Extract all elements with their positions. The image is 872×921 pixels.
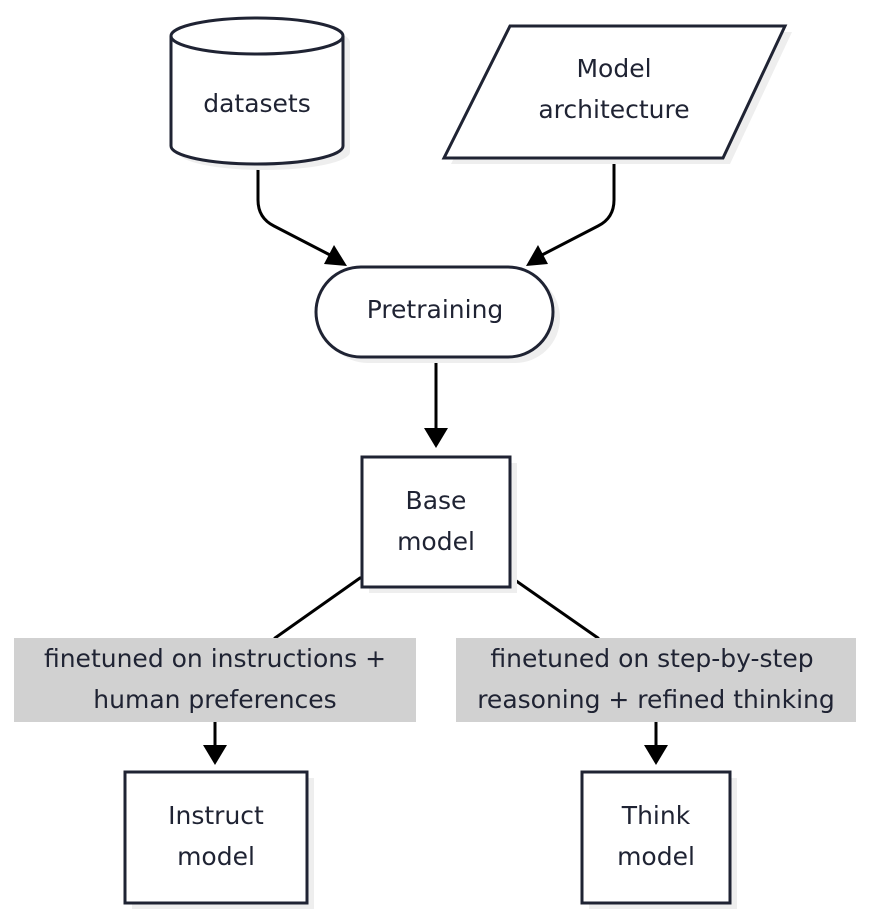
edge-base-to-instruct: finetuned on instructions + human prefer… xyxy=(14,576,416,765)
edge-datasets-to-pretraining xyxy=(256,168,347,266)
node-base: Base model xyxy=(360,455,517,593)
node-instruct-label-line-2: model xyxy=(177,842,255,871)
node-architecture-label-line-2: architecture xyxy=(538,95,689,124)
edge-base-to-think: finetuned on step-by-step reasoning + re… xyxy=(456,576,856,765)
edge-label-think-line-2: reasoning + refined thinking xyxy=(477,685,835,714)
node-think-label-line-2: model xyxy=(617,842,695,871)
node-instruct-label-line-1: Instruct xyxy=(168,801,264,830)
node-datasets: datasets xyxy=(169,16,350,170)
edge-pretraining-to-base xyxy=(424,356,448,448)
node-architecture-label-line-1: Model xyxy=(576,54,651,83)
node-pretraining: Pretraining xyxy=(314,265,560,363)
node-architecture: Model architecture xyxy=(441,24,792,164)
node-base-label-line-2: model xyxy=(397,527,475,556)
edge-label-think-line-1: finetuned on step-by-step xyxy=(490,644,813,673)
edge-label-think: finetuned on step-by-step reasoning + re… xyxy=(456,638,856,722)
edge-label-instruct-line-2: human preferences xyxy=(93,685,336,714)
node-think-label-line-1: Think xyxy=(621,801,691,830)
edge-architecture-to-pretraining xyxy=(526,158,616,266)
node-instruct: Instruct model xyxy=(123,770,314,909)
node-base-label-line-1: Base xyxy=(406,486,467,515)
edge-label-instruct-line-1: finetuned on instructions + xyxy=(44,644,386,673)
node-pretraining-label: Pretraining xyxy=(367,295,504,324)
edge-label-instruct: finetuned on instructions + human prefer… xyxy=(14,638,416,722)
node-think: Think model xyxy=(580,770,737,909)
node-datasets-label: datasets xyxy=(203,89,311,118)
